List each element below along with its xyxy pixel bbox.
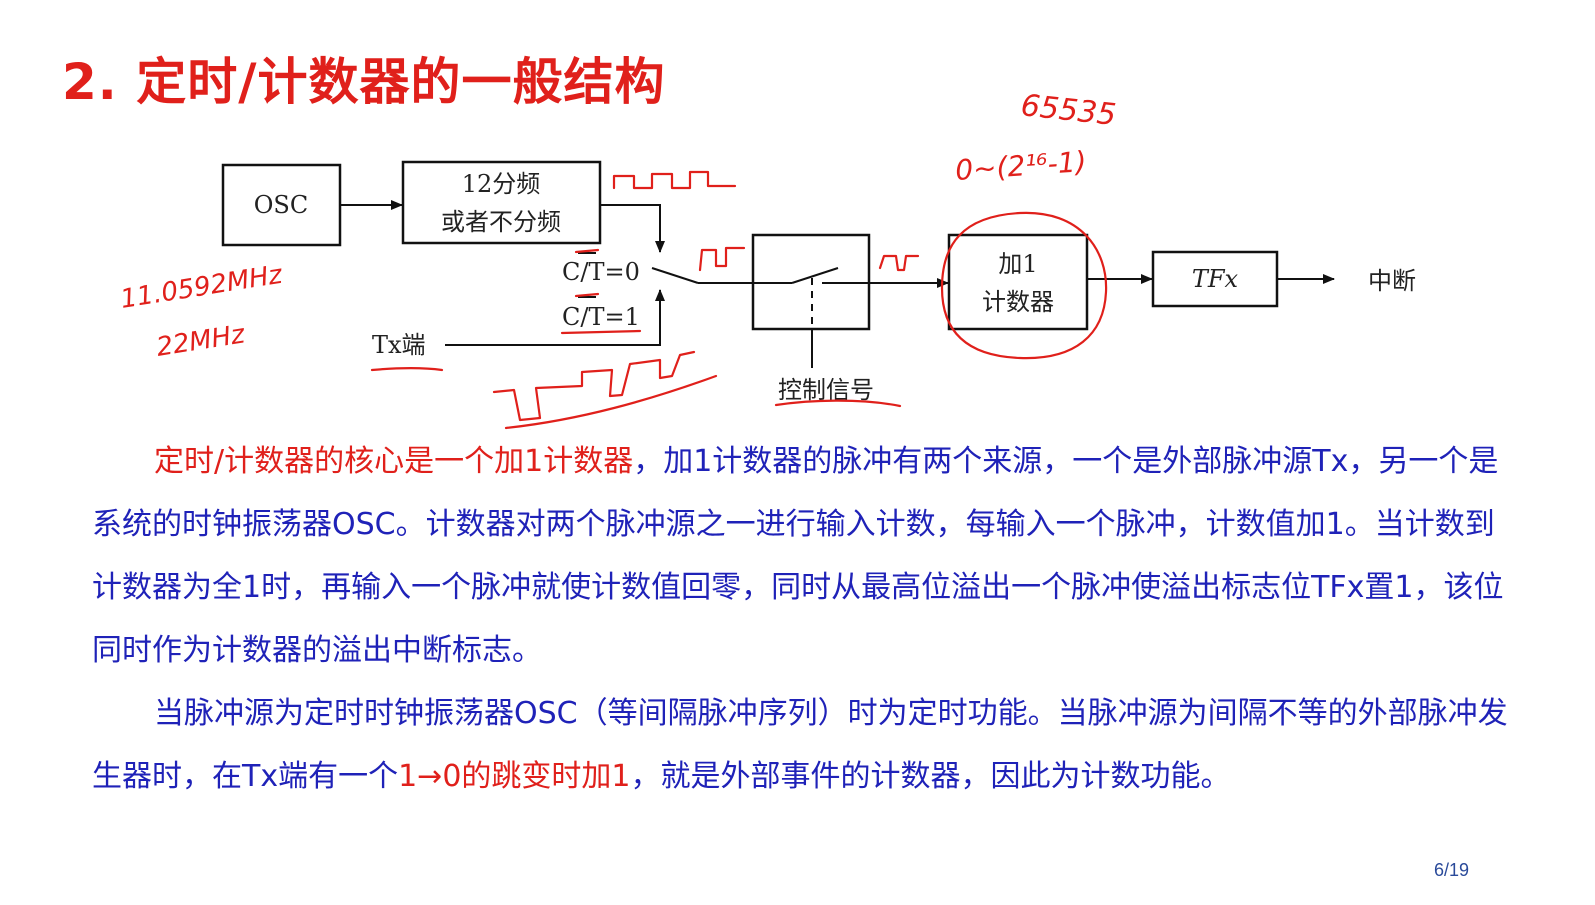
max-value-note: 65535 [1019, 88, 1118, 133]
paragraph-1-text: ，加1计数器的脉冲有两个来源，一个是外部脉冲源Tx，另一个是系统的时钟振荡器OS… [92, 444, 1504, 668]
page-number: 6/19 [1434, 860, 1470, 880]
divider-box [401, 160, 602, 245]
pulse-wave-tx-underline [504, 374, 718, 430]
control-underline [774, 399, 902, 408]
tfx-label: TFx [1192, 265, 1239, 293]
pulse-wave-tx [492, 350, 696, 422]
tx-label: Tx端 [372, 331, 426, 359]
pulse-wave-3 [878, 254, 920, 272]
paragraph-1-highlight: 定时/计数器的核心是一个加1计数器 [154, 444, 634, 479]
counter-box [947, 233, 1089, 331]
ct0-mark [574, 248, 600, 254]
paragraph-2-highlight: 1→0的跳变时加1 [398, 759, 631, 794]
counter-label-line1: 加1 [998, 250, 1037, 278]
osc-label: OSC [254, 191, 308, 219]
ct1-label: C/T=1 [562, 303, 640, 331]
freq-note-2: 22MHz [154, 319, 248, 363]
tx-input-line [445, 289, 665, 346]
counter-circle [940, 211, 1108, 360]
pulse-wave-2 [698, 246, 746, 272]
interrupt-label: 中断 [1368, 267, 1416, 295]
gate-switch-blade [791, 267, 839, 284]
freq-note-1: 11.0592MHz [118, 260, 285, 315]
ct1-underline [560, 329, 642, 335]
divider-label-line2: 或者不分频 [441, 208, 561, 236]
control-signal-label: 控制信号 [778, 376, 874, 404]
paragraph-2: 当脉冲源为定时时钟振荡器OSC（等间隔脉冲序列）时为定时功能。当脉冲源为间隔不等… [92, 682, 1512, 808]
paragraph-2-text-b: ，就是外部事件的计数器，因此为计数功能。 [630, 759, 1231, 794]
ct1-mark [574, 292, 600, 298]
timer-counter-diagram: OSC 12分频 或者不分频 C/T=0 C/T=1 Tx端 控制信号 加1 计… [118, 88, 1416, 430]
tx-underline [370, 367, 444, 372]
counter-label-line2: 计数器 [982, 288, 1054, 316]
handwritten-annotations [370, 170, 1108, 430]
divider-output-line [600, 204, 665, 253]
selector-switch [651, 267, 699, 284]
paragraph-1: 定时/计数器的核心是一个加1计数器，加1计数器的脉冲有两个来源，一个是外部脉冲源… [92, 430, 1512, 682]
ct0-label: C/T=0 [562, 258, 640, 286]
paragraph-2-text-a: 当脉冲源为定时时钟振荡器OSC（等间隔脉冲序列）时为定时功能。当脉冲源为间隔不等… [92, 696, 1508, 794]
slide-title: 2. 定时/计数器的一般结构 [62, 53, 666, 111]
range-note: 0~(2¹⁶-1) [954, 145, 1087, 187]
divider-label-line1: 12分频 [462, 170, 541, 198]
pulse-wave-1 [612, 170, 737, 190]
